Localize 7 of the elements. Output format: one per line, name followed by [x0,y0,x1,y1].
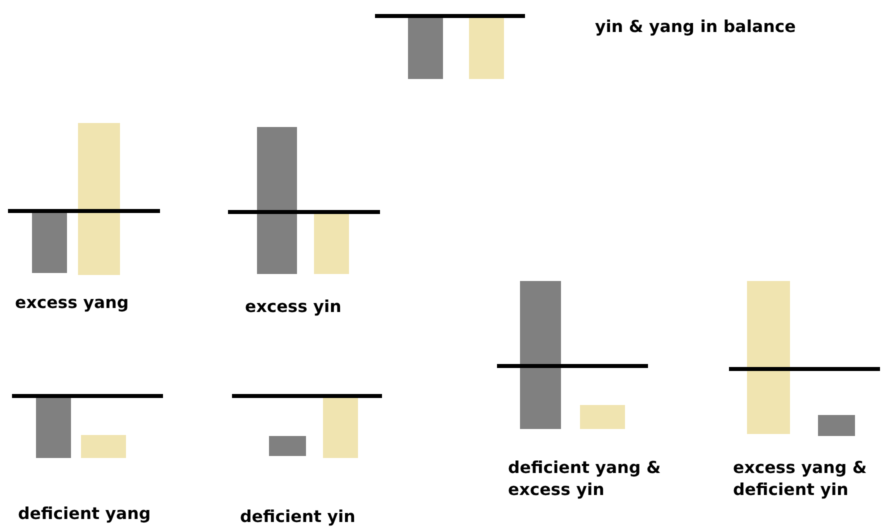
caption-label: deficient yang & excess yin [508,457,662,501]
caption-label: excess yin [245,296,342,318]
caption-label: excess yang & deficient yin [733,457,868,501]
caption-label: deficient yin [240,506,356,527]
caption-label: excess yang [15,292,129,314]
caption-label: yin & yang in balance [595,16,796,38]
caption-label: deficient yang [18,503,151,525]
